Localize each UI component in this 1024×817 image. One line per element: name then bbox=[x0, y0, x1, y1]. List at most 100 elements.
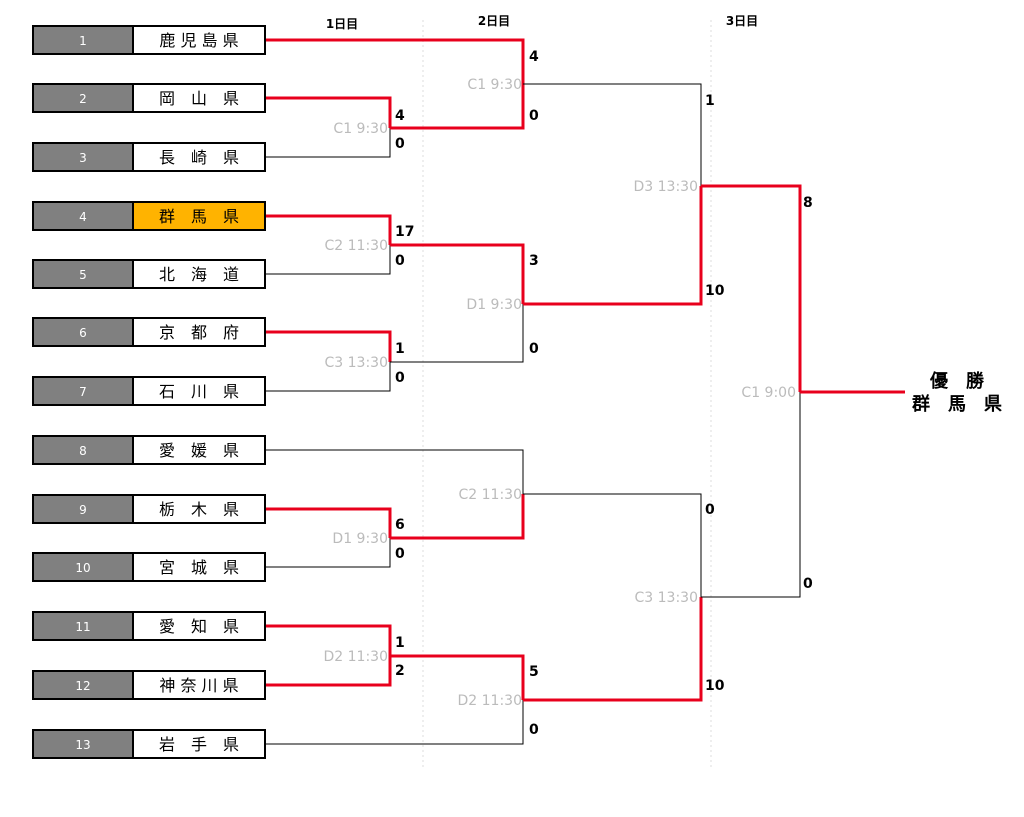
seed-number: 4 bbox=[79, 210, 87, 224]
score: 6 bbox=[395, 517, 405, 533]
score: 0 bbox=[395, 253, 405, 269]
seed-cell bbox=[34, 85, 133, 111]
team-name: 群 馬 県 bbox=[159, 207, 239, 226]
score: 4 bbox=[529, 49, 539, 65]
winner-path bbox=[265, 656, 392, 687]
seed-cell bbox=[34, 672, 133, 698]
team-row: 11 愛 知 県 bbox=[32, 611, 266, 641]
bracket-line bbox=[265, 362, 391, 392]
day-label-1: 1日目 bbox=[326, 17, 358, 31]
day-label-2: 2日目 bbox=[478, 14, 510, 28]
team-name: 長 崎 県 bbox=[159, 148, 239, 167]
team-row: 3 長 崎 県 bbox=[32, 142, 266, 172]
seed-cell bbox=[34, 261, 133, 287]
winner-path bbox=[265, 624, 392, 656]
team-row: 5 北 海 道 bbox=[32, 259, 266, 289]
bracket-line bbox=[390, 304, 524, 363]
team-row: 10 宮 城 県 bbox=[32, 552, 266, 582]
seed-cell bbox=[34, 731, 133, 757]
team-row: 7 石 川 県 bbox=[32, 376, 266, 406]
winner-path bbox=[390, 494, 525, 540]
day-label-3: 3日目 bbox=[726, 14, 758, 28]
seed-number: 8 bbox=[79, 444, 87, 458]
score: 0 bbox=[529, 108, 539, 124]
seed-cell bbox=[34, 378, 133, 404]
match-label: D2 11:30 bbox=[458, 693, 522, 709]
champion-team: 群 馬 県 bbox=[912, 393, 1002, 415]
team-name: 岩 手 県 bbox=[159, 735, 239, 754]
score: 0 bbox=[803, 576, 813, 592]
seed-cell bbox=[34, 554, 133, 580]
team-list: 1 鹿 児 島 県 2 岡 山 県 3 長 崎 県 4 群 馬 県 bbox=[32, 25, 266, 759]
score: 17 bbox=[395, 224, 414, 240]
team-row: 6 京 都 府 bbox=[32, 317, 266, 347]
seed-number: 7 bbox=[79, 385, 87, 399]
champion-title: 優 勝 bbox=[929, 370, 985, 392]
score: 1 bbox=[395, 341, 405, 357]
seed-cell bbox=[34, 613, 133, 639]
team-name: 鹿 児 島 県 bbox=[159, 31, 238, 50]
team-row: 9 栃 木 県 bbox=[32, 494, 266, 524]
winner-path bbox=[523, 597, 703, 702]
match-label: D2 11:30 bbox=[324, 649, 388, 665]
seed-cell bbox=[34, 203, 133, 229]
match-label: D1 9:30 bbox=[332, 531, 388, 547]
score: 1 bbox=[395, 635, 405, 651]
seed-number: 3 bbox=[79, 151, 87, 165]
team-row: 4 群 馬 県 bbox=[32, 201, 266, 231]
team-row: 2 岡 山 県 bbox=[32, 83, 266, 113]
seed-cell bbox=[34, 144, 133, 170]
winner-path bbox=[265, 38, 525, 84]
score: 0 bbox=[529, 341, 539, 357]
seed-cell bbox=[34, 437, 133, 463]
match-label: C2 11:30 bbox=[325, 238, 388, 254]
seed-cell bbox=[34, 27, 133, 53]
match-label: D3 13:30 bbox=[634, 179, 698, 195]
bracket-line bbox=[523, 83, 702, 186]
bracket-line bbox=[265, 700, 524, 745]
winner-path bbox=[390, 243, 525, 304]
score: 10 bbox=[705, 678, 725, 694]
score: 8 bbox=[803, 195, 813, 211]
bracket-line bbox=[265, 449, 524, 494]
score: 0 bbox=[395, 136, 405, 152]
score: 5 bbox=[529, 664, 539, 680]
team-row: 13 岩 手 県 bbox=[32, 729, 266, 759]
winner-path bbox=[265, 330, 392, 362]
match-label: C1 9:30 bbox=[467, 77, 522, 93]
seed-number: 10 bbox=[75, 561, 90, 575]
winner-path bbox=[523, 186, 703, 306]
score: 0 bbox=[395, 370, 405, 386]
bracket-line bbox=[265, 245, 391, 275]
bracket-line bbox=[701, 392, 801, 598]
seed-number: 1 bbox=[79, 34, 87, 48]
bracket-line bbox=[265, 128, 391, 158]
bracket-lines bbox=[265, 38, 905, 745]
bracket-line bbox=[265, 538, 391, 568]
seed-cell bbox=[34, 496, 133, 522]
seed-number: 6 bbox=[79, 326, 87, 340]
seed-number: 5 bbox=[79, 268, 87, 282]
team-name: 石 川 県 bbox=[159, 382, 239, 401]
winner-path bbox=[265, 96, 392, 128]
winner-path bbox=[390, 84, 525, 130]
winner-path bbox=[265, 214, 392, 245]
score: 0 bbox=[529, 722, 539, 738]
winner-path bbox=[265, 507, 392, 538]
winner-path bbox=[701, 184, 802, 392]
team-row: 12 神 奈 川 県 bbox=[32, 670, 266, 700]
team-name: 宮 城 県 bbox=[159, 558, 239, 577]
score: 10 bbox=[705, 283, 725, 299]
score: 1 bbox=[705, 93, 715, 109]
match-label: C3 13:30 bbox=[635, 590, 698, 606]
team-name: 栃 木 県 bbox=[159, 500, 239, 519]
score: 2 bbox=[395, 663, 405, 679]
match-label: C3 13:30 bbox=[325, 355, 388, 371]
seed-number: 13 bbox=[75, 738, 90, 752]
bracket-line bbox=[523, 493, 702, 597]
seed-number: 2 bbox=[79, 92, 87, 106]
team-name: 神 奈 川 県 bbox=[159, 676, 238, 695]
team-name: 京 都 府 bbox=[159, 323, 239, 342]
seed-number: 12 bbox=[75, 679, 90, 693]
